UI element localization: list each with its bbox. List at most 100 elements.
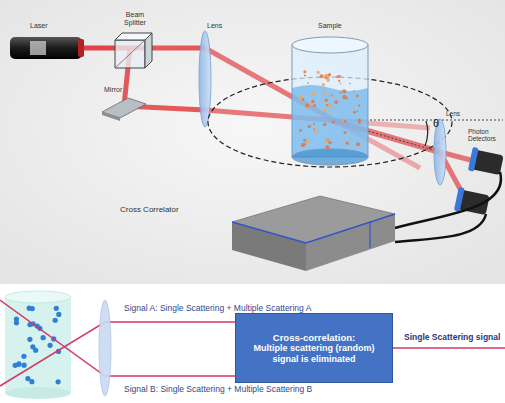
sample-cylinder-top: [5, 291, 71, 303]
signal-label: Signal B: Single Scattering + Multiple S…: [124, 385, 364, 395]
correlator-side: [306, 214, 395, 271]
particle: [323, 108, 327, 112]
particle: [305, 140, 308, 143]
signal-a-path: [0, 322, 235, 386]
particle: [33, 348, 38, 353]
particle: [323, 123, 326, 126]
process-box: Cross-correlation:Multiple scattering (r…: [235, 313, 393, 383]
component-label: Sample: [318, 22, 358, 30]
particle: [307, 125, 311, 129]
particle: [344, 131, 347, 134]
particle: [311, 100, 315, 104]
cable: [395, 214, 486, 242]
particle: [356, 142, 360, 146]
beam-splitter-diagonal: [115, 40, 145, 68]
component-label: Cross Correlator: [120, 205, 220, 214]
particle: [53, 318, 58, 323]
angle-arc: [425, 121, 428, 146]
particle: [349, 136, 351, 138]
particle: [314, 129, 318, 133]
particle: [340, 82, 342, 84]
top-panel-background: [0, 0, 505, 284]
particle: [312, 92, 316, 96]
laser-aperture: [78, 39, 84, 57]
sample-cylinder-bottom: [5, 387, 71, 399]
component-label: Photon Detectors: [468, 128, 505, 143]
particle: [334, 100, 338, 104]
laser-body: [10, 37, 82, 59]
particle: [325, 145, 329, 149]
particle: [27, 337, 32, 342]
particle: [317, 71, 320, 74]
particle: [326, 138, 329, 141]
correlator-port-strip: [369, 222, 370, 248]
particle: [304, 74, 306, 76]
photon-detector: [468, 147, 504, 177]
particle: [352, 107, 354, 109]
detector-window: [468, 147, 479, 172]
particle: [305, 103, 309, 107]
particle: [325, 99, 328, 102]
particle: [332, 121, 335, 124]
particle: [22, 363, 27, 368]
particle: [346, 142, 349, 145]
box-heading: Cross-correlation:: [273, 332, 355, 343]
particle: [328, 114, 330, 116]
particle: [328, 103, 332, 107]
particle: [300, 95, 303, 98]
particles: [299, 70, 362, 149]
particle: [56, 312, 61, 317]
particle: [16, 361, 21, 366]
particle: [324, 74, 328, 78]
particle: [353, 90, 355, 92]
particle: [14, 320, 19, 325]
component-label: Lens: [207, 22, 237, 30]
particle: [301, 143, 305, 147]
particle: [339, 91, 341, 93]
particle: [357, 119, 361, 123]
particle: [326, 104, 328, 106]
beam-splitter: [145, 33, 152, 68]
particle: [304, 143, 306, 145]
correlator-front: [232, 222, 306, 271]
component-label: Laser: [30, 22, 70, 30]
detector-window: [454, 187, 465, 212]
particle: [299, 97, 302, 100]
output-signal-line: [393, 347, 505, 349]
particle: [54, 306, 59, 311]
particle: [336, 76, 339, 79]
lens: [199, 31, 211, 127]
particle: [307, 82, 309, 84]
particle: [322, 83, 325, 86]
particle: [356, 95, 359, 98]
particle: [342, 95, 346, 99]
angle-symbol: θ: [433, 117, 447, 130]
lens: [99, 300, 111, 396]
particle: [338, 138, 340, 140]
particle: [313, 123, 315, 125]
particle: [358, 105, 360, 107]
particle: [302, 98, 305, 101]
particle: [299, 129, 302, 132]
particle: [30, 306, 35, 311]
particle: [325, 139, 329, 143]
particle: [16, 362, 21, 367]
particle: [358, 122, 360, 124]
particle: [29, 379, 34, 384]
particle: [342, 89, 346, 93]
particles: [13, 306, 62, 385]
particle: [303, 70, 306, 73]
sample-vial-bottom: [292, 149, 368, 165]
sample-vial: [292, 45, 368, 157]
box-body: Multiple scattering (random) signal is e…: [246, 343, 382, 365]
sample-vial-top: [292, 37, 368, 53]
particle: [326, 78, 330, 82]
particle: [56, 379, 61, 384]
particle: [357, 110, 359, 112]
particle: [353, 111, 356, 114]
dashed-angle-circle: [208, 77, 452, 167]
particle: [333, 108, 335, 110]
particle: [338, 80, 340, 82]
component-label: Mirror: [104, 86, 144, 94]
mirror-edge: [102, 112, 120, 121]
